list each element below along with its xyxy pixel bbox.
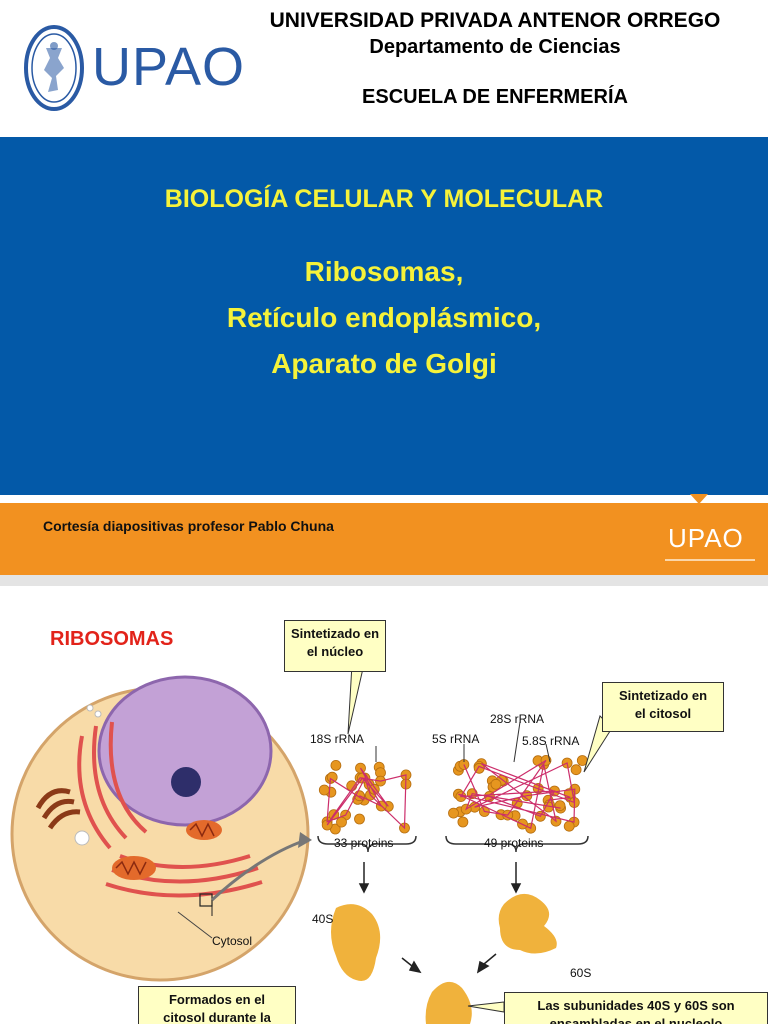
callout-line: Las subunidades 40S y 60S son [537,998,735,1013]
subunit-40s [331,904,381,982]
assembled-ribosome [425,981,472,1024]
label-60s: 60S [570,966,592,980]
label-5s-rrna: 5S rRNA [432,732,480,746]
protein-sphere [448,807,459,819]
topics-list: Ribosomas, Retículo endoplásmico, Aparat… [0,249,768,387]
callout-nucleus: Sintetizado en el núcleo [284,620,386,672]
callout-assembled: Las subunidades 40S y 60S son ensamblada… [504,992,768,1024]
golgi [35,788,81,830]
nucleus [97,675,273,827]
footer-notch [690,494,708,504]
department-name: Departamento de Ciencias [369,36,621,58]
label-cytosol: Cytosol [212,934,253,948]
mitochondria [112,820,222,880]
logo-text: UPAO [92,37,246,97]
footer-band: Cortesía diapositivas profesor Pablo Chu… [0,503,768,575]
nucleolus [171,767,201,797]
title-slide: UPAO UNIVERSIDAD PRIVADA ANTENOR ORREGO … [0,0,768,575]
ribosome-diagram [10,663,613,1024]
footer-logo: UPAO [668,523,744,553]
endoplasmic-reticulum [77,721,263,898]
topic-item: Aparato de Golgi [271,348,497,379]
subunit-60s [498,893,557,954]
callout-formed: Formados en el citosol durante la [138,986,296,1024]
callout-line: ensambladas en el nucleolo [549,1016,723,1024]
school-name: ESCUELA DE ENFERMERÍA [362,86,628,108]
protein-sphere [490,778,502,790]
topic-item: Ribosomas, [304,256,464,287]
protein-sphere [326,771,338,783]
callout-line: citosol durante la [163,1010,271,1024]
rrna-strand [326,767,407,830]
topic-item: Retículo endoplásmico, [226,302,542,333]
protein-sphere [318,784,330,796]
slide-title: RIBOSOMAS [50,628,174,650]
callout-line: el citosol [634,706,692,721]
protein-sphere [570,764,582,776]
protein-sphere [554,800,566,812]
callout-line: el núcleo [306,644,364,659]
ribosome-slide: RIBOSOMAS Sintetizado en el núcleo Sinte… [0,586,768,1024]
protein-sphere [563,820,575,832]
protein-sphere [330,759,342,771]
label-33-proteins: 33 proteins [334,836,394,850]
rrna-strand [458,759,576,830]
zoom-arrow [210,838,307,902]
university-name: UNIVERSIDAD PRIVADA ANTENOR ORREGO [269,9,721,32]
label-49-proteins: 49 proteins [484,836,544,850]
protein-sphere [354,813,365,825]
label-58s-rrna: 5.8S rRNA [522,734,580,748]
course-title: BIOLOGÍA CELULAR Y MOLECULAR [164,185,604,213]
callout-line: Sintetizado en [618,688,708,703]
upao-seal-icon [24,25,84,111]
large-subunit-components [448,754,588,834]
callout-line: Sintetizado en [290,626,380,641]
title-band: BIOLOGÍA CELULAR Y MOLECULAR Ribosomas, … [0,137,768,495]
small-subunit-components [318,759,412,835]
credit-text: Cortesía diapositivas profesor Pablo Chu… [43,518,334,534]
callout-line: Formados en el [168,992,266,1007]
footer-logo-tagline [665,559,755,561]
upao-logo: UPAO [24,18,244,118]
protein-sphere [336,816,347,828]
institution-header: UNIVERSIDAD PRIVADA ANTENOR ORREGO Depar… [255,8,735,110]
label-28s-rrna: 28S rRNA [490,712,545,726]
protein-sphere [457,816,469,828]
label-40s: 40S [312,912,334,926]
label-18s-rrna: 18S rRNA [310,732,365,746]
callout-cytosol: Sintetizado en el citosol [602,682,724,732]
